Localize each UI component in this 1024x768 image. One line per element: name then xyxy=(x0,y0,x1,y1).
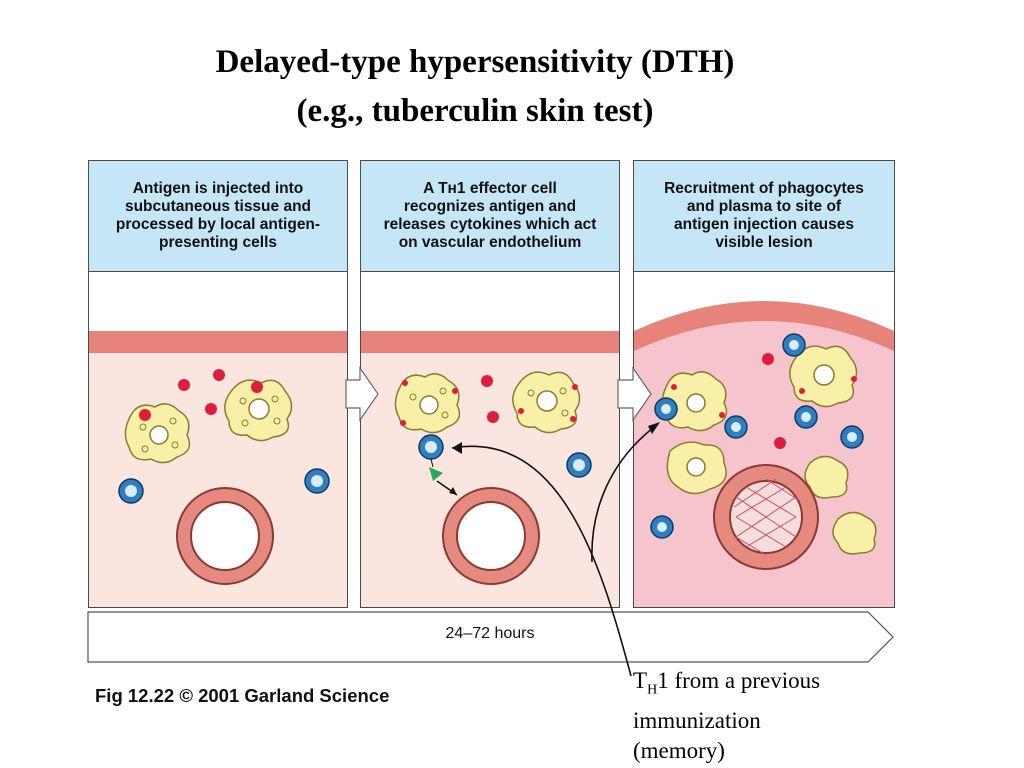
t-cell xyxy=(418,434,444,460)
callout-subscript: H xyxy=(647,682,658,698)
apc-cell xyxy=(789,345,858,408)
antigen-particles xyxy=(671,353,857,449)
callout-prefix: T xyxy=(633,668,648,693)
macrophage xyxy=(666,441,727,495)
apc-cell xyxy=(512,371,581,434)
panel-3-line: and plasma to site of xyxy=(686,198,842,215)
panel-2-line: on vascular endothelium xyxy=(398,234,582,251)
timeline-label: 24–72 hours xyxy=(445,625,535,642)
antigen-particles xyxy=(139,369,263,421)
t-cell xyxy=(724,415,748,439)
skin-layer xyxy=(361,331,619,353)
panel-1-line: presenting cells xyxy=(158,234,277,251)
t-cell xyxy=(794,405,818,429)
callout-line-2: immunization xyxy=(633,707,761,733)
panel-1-line: subcutaneous tissue and xyxy=(124,198,312,215)
page-title-line-2: (e.g., tuberculin skin test) xyxy=(296,93,654,129)
page-title-line-1: Delayed-type hypersensitivity (DTH) xyxy=(215,44,735,80)
panel-3-line: antigen injection causes xyxy=(673,216,855,233)
t-cell xyxy=(654,397,678,421)
antigen-particles xyxy=(400,375,578,426)
panel-1-line: processed by local antigen- xyxy=(115,216,321,233)
panel-3-line: Recruitment of phagocytes xyxy=(664,180,864,197)
skin-layer xyxy=(89,331,347,353)
cytokine-marker xyxy=(429,467,443,481)
signal-line xyxy=(430,458,434,468)
t-cell xyxy=(782,333,806,357)
t-cell xyxy=(304,468,330,494)
panel-antigen-injection: Antigen is injected into subcutaneous ti… xyxy=(88,160,348,608)
panel-1-description: Antigen is injected into subcutaneous ti… xyxy=(89,161,347,272)
leaky-blood-vessel xyxy=(713,464,819,570)
apc-cell xyxy=(224,379,293,442)
memory-callout: TH1 from a previous immunization (memory… xyxy=(633,666,820,766)
panel-1-illustration xyxy=(89,331,347,607)
panel-3-illustration xyxy=(634,301,894,607)
callout-line-1: 1 from a previous xyxy=(657,668,821,693)
macrophage xyxy=(804,455,849,499)
panel-3-line: visible lesion xyxy=(715,234,813,251)
panel-2-description: A Tʜ1 effector cell recognizes antigen a… xyxy=(361,161,619,272)
panel-2-line: A Tʜ1 effector cell xyxy=(423,180,557,197)
apc-cell xyxy=(661,371,728,432)
t-cell xyxy=(840,425,864,449)
panel-2-line: releases cytokines which act xyxy=(383,216,597,233)
figure-caption: Fig 12.22 © 2001 Garland Science xyxy=(95,685,390,706)
macrophage xyxy=(832,511,877,555)
panel-2-line: recognizes antigen and xyxy=(403,198,577,215)
callout-line-3: (memory) xyxy=(633,737,725,763)
apc-cell xyxy=(394,373,461,434)
t-cell xyxy=(118,478,144,504)
panel-1-line: Antigen is injected into xyxy=(132,180,304,197)
blood-vessel xyxy=(176,487,274,585)
panel-phagocyte-recruitment: Recruitment of phagocytes and plasma to … xyxy=(633,160,895,608)
panel-3-description: Recruitment of phagocytes and plasma to … xyxy=(634,161,894,272)
